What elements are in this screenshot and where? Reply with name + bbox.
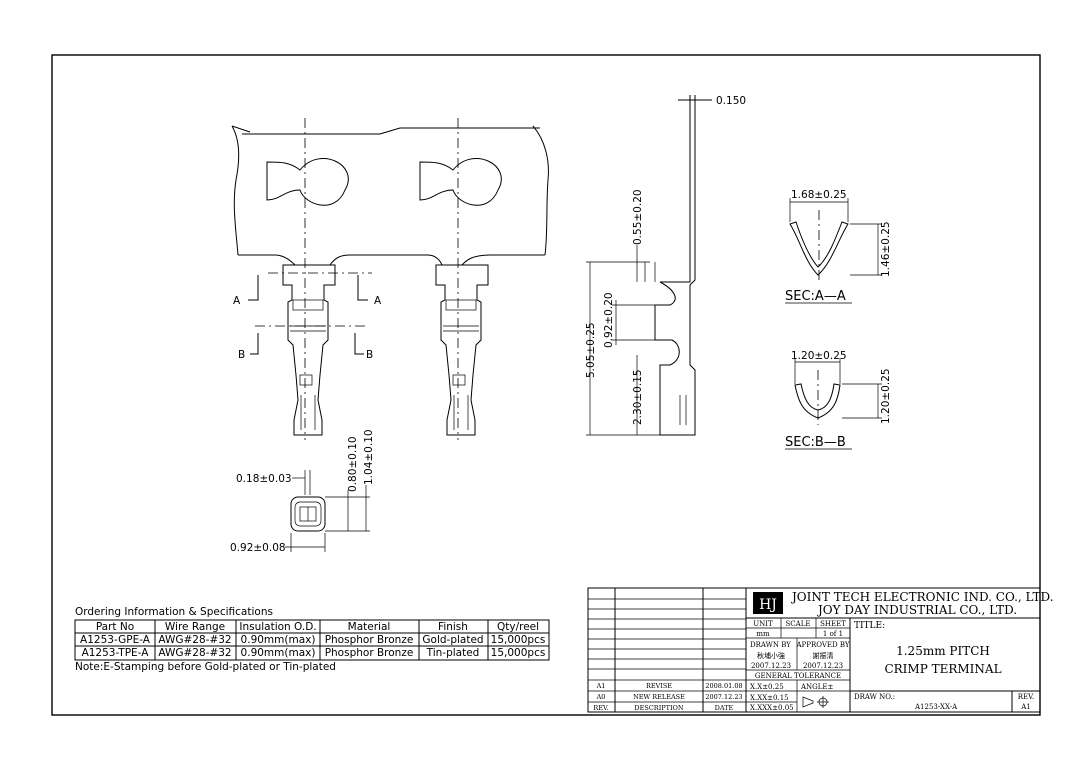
row1-wire-range: AWG#28-#32 bbox=[158, 634, 231, 646]
dim-sec-a-height: 1.46±0.25 bbox=[880, 221, 892, 277]
section-b-view bbox=[794, 358, 882, 425]
dim-sec-a-width: 1.68±0.25 bbox=[791, 189, 847, 201]
dim-front-0.18: 0.18±0.03 bbox=[236, 473, 292, 485]
section-a-right-label: A bbox=[374, 295, 382, 307]
draw-no-label: DRAW NO.: bbox=[854, 693, 895, 701]
revision-1-rev: A1 bbox=[596, 682, 606, 690]
section-b-left-label: B bbox=[238, 349, 245, 361]
angle-label: ANGLE± bbox=[800, 683, 834, 691]
rev-label: REV. bbox=[1018, 693, 1034, 701]
ordering-note: Note:E-Stamping before Gold-plated or Ti… bbox=[75, 661, 336, 673]
tolerance-x: X.X±0.25 bbox=[750, 683, 784, 691]
row1-material: Phosphor Bronze bbox=[325, 634, 414, 646]
scale-label: SCALE bbox=[786, 620, 811, 628]
company-name-1: JOINT TECH ELECTRONIC IND. CO., LTD. bbox=[790, 590, 1054, 604]
drawn-date: 2007.12.23 bbox=[751, 662, 791, 670]
ordering-title: Ordering Information & Specifications bbox=[75, 606, 273, 618]
top-view-strip bbox=[231, 118, 549, 440]
title-block: HJ bbox=[587, 587, 1041, 713]
title-line-1: 1.25mm PITCH bbox=[896, 644, 990, 658]
unit-value: mm bbox=[756, 630, 770, 638]
projection-icon bbox=[802, 696, 829, 708]
approved-by-name: 謝振清 bbox=[813, 651, 834, 660]
revision-1-desc: REVISE bbox=[646, 682, 672, 690]
col-header-part-no: Part No bbox=[96, 621, 134, 633]
col-header-finish: Finish bbox=[438, 621, 468, 633]
sec-b-title: SEC:B—B bbox=[785, 435, 846, 450]
row1-part-no: A1253-GPE-A bbox=[80, 634, 151, 646]
dim-front-0.80: 0.80±0.10 bbox=[347, 436, 359, 492]
company-logo-mark: HJ bbox=[759, 597, 777, 613]
approved-date: 2007.12.23 bbox=[803, 662, 843, 670]
row2-wire-range: AWG#28-#32 bbox=[158, 647, 231, 659]
revision-2-rev: A0 bbox=[596, 693, 606, 701]
drawn-by-label: DRAWN BY bbox=[750, 641, 791, 649]
sheet-value: 1 of 1 bbox=[823, 630, 843, 638]
dim-5.05: 5.05±0.25 bbox=[585, 322, 597, 378]
dim-0.92: 0.92±0.20 bbox=[603, 292, 615, 348]
row2-part-no: A1253-TPE-A bbox=[82, 647, 150, 659]
tolerance-label: GENERAL TOLERANCE bbox=[755, 672, 841, 680]
col-header-wire-range: Wire Range bbox=[165, 621, 225, 633]
col-header-insulation: Insulation O.D. bbox=[239, 621, 316, 633]
company-logo bbox=[753, 592, 783, 614]
col-header-material: Material bbox=[348, 621, 391, 633]
row1-qty: 15,000pcs bbox=[491, 634, 546, 646]
row2-insulation: 0.90mm(max) bbox=[241, 647, 316, 659]
rev-value: A1 bbox=[1020, 703, 1031, 711]
revision-1-date: 2008.01.08 bbox=[705, 682, 742, 690]
row2-material: Phosphor Bronze bbox=[325, 647, 414, 659]
rev-col-header: REV. bbox=[593, 704, 608, 712]
side-view bbox=[586, 95, 712, 436]
row1-insulation: 0.90mm(max) bbox=[241, 634, 316, 646]
approved-by-label: APPROVED BY bbox=[795, 641, 849, 649]
dim-sec-b-height: 1.20±0.25 bbox=[880, 368, 892, 424]
revision-2-date: 2007.12.23 bbox=[705, 693, 742, 701]
dim-0.55: 0.55±0.20 bbox=[632, 189, 644, 245]
dim-front-0.92: 0.92±0.08 bbox=[230, 542, 286, 554]
section-a-view bbox=[789, 198, 882, 282]
dim-thickness: 0.150 bbox=[716, 95, 746, 107]
title-block-grid bbox=[746, 618, 1040, 712]
row2-qty: 15,000pcs bbox=[491, 647, 546, 659]
unit-label: UNIT bbox=[753, 620, 773, 628]
dim-front-1.04: 1.04±0.10 bbox=[363, 429, 375, 485]
drawn-by-name: 秋埔小強 bbox=[757, 651, 785, 660]
draw-no-value: A1253-XX-A bbox=[914, 703, 958, 711]
title-line-2: CRIMP TERMINAL bbox=[884, 662, 1001, 676]
sheet-border bbox=[51, 54, 1041, 716]
col-header-qty: Qty/reel bbox=[497, 621, 539, 633]
section-b-right-label: B bbox=[366, 349, 373, 361]
tolerance-xx: X.XX±0.15 bbox=[750, 694, 789, 702]
title-label: TITLE: bbox=[854, 621, 885, 631]
front-view bbox=[285, 470, 370, 552]
sheet-label: SHEET bbox=[820, 620, 846, 628]
tolerance-xxx: X.XXX±0.05 bbox=[750, 704, 794, 712]
revision-2-desc: NEW RELEASE bbox=[633, 693, 685, 701]
section-a-left-label: A bbox=[233, 295, 241, 307]
company-name-2: JOY DAY INDUSTRIAL CO., LTD. bbox=[816, 603, 1017, 617]
dim-sec-b-width: 1.20±0.25 bbox=[791, 350, 847, 362]
row1-finish: Gold-plated bbox=[422, 634, 483, 646]
sec-a-title: SEC:A—A bbox=[785, 289, 846, 304]
date-col-header: DATE bbox=[715, 704, 734, 712]
desc-col-header: DESCRIPTION bbox=[634, 704, 683, 712]
row2-finish: Tin-plated bbox=[426, 647, 480, 659]
dim-2.30: 2.30±0.15 bbox=[632, 369, 644, 425]
ordering-table: Ordering Information & Specifications Pa… bbox=[74, 606, 550, 673]
